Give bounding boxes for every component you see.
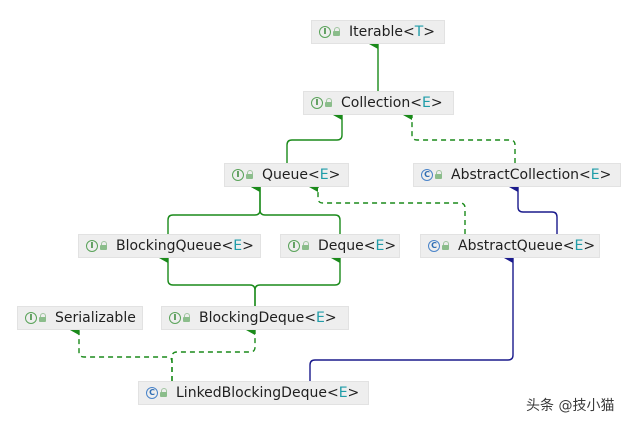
node-label: BlockingQueue<E>: [116, 238, 254, 254]
node-label: AbstractCollection<E>: [451, 167, 612, 183]
node-linked-blocking-deque[interactable]: C LinkedBlockingDeque<E>: [138, 381, 369, 405]
class-icon: C: [428, 240, 440, 252]
edge-linkedblockingdeque-abstractqueue: [309, 253, 514, 381]
interface-icon: I: [232, 169, 244, 181]
node-label: AbstractQueue<E>: [458, 238, 596, 254]
class-icon: C: [421, 169, 433, 181]
edge-queue-collection: [286, 110, 343, 163]
node-queue[interactable]: I Queue<E>: [224, 163, 349, 187]
node-collection[interactable]: I Collection<E>: [303, 91, 454, 115]
node-label: Queue<E>: [262, 167, 341, 183]
interface-icon: I: [288, 240, 300, 252]
node-abstract-queue[interactable]: C AbstractQueue<E>: [420, 234, 600, 258]
edge-linkedblockingdeque-blockingdeque: [171, 325, 256, 381]
class-icon: C: [146, 387, 158, 399]
edge-deque-queue: [251, 182, 341, 234]
node-label: Serializable: [55, 310, 136, 326]
lock-icon: [302, 241, 310, 251]
lock-icon: [39, 313, 47, 323]
interface-icon: I: [169, 312, 181, 324]
lock-icon: [325, 98, 333, 108]
node-abstract-collection[interactable]: C AbstractCollection<E>: [413, 163, 621, 187]
node-deque[interactable]: I Deque<E>: [280, 234, 400, 258]
lock-icon: [183, 313, 191, 323]
watermark-text: 头条 @技小猫: [526, 398, 615, 414]
node-label: Deque<E>: [318, 238, 397, 254]
node-label: Iterable<T>: [349, 24, 435, 40]
lock-icon: [160, 388, 168, 398]
edge-blockingdeque-deque: [254, 253, 341, 306]
node-blocking-queue[interactable]: I BlockingQueue<E>: [78, 234, 261, 258]
node-blocking-deque[interactable]: I BlockingDeque<E>: [161, 306, 349, 330]
edge-linkedblockingdeque-serializable: [70, 325, 173, 381]
edge-abstractqueue-queue: [309, 182, 466, 234]
node-iterable[interactable]: I Iterable<T>: [311, 20, 445, 44]
interface-icon: I: [86, 240, 98, 252]
interface-icon: I: [319, 26, 331, 38]
node-label: BlockingDeque<E>: [199, 310, 337, 326]
edge-abstractqueue-abstractcollection: [509, 182, 558, 234]
node-serializable[interactable]: I Serializable: [17, 306, 143, 330]
lock-icon: [442, 241, 450, 251]
edge-blockingqueue-queue: [167, 182, 261, 234]
lock-icon: [100, 241, 108, 251]
interface-icon: I: [25, 312, 37, 324]
lock-icon: [435, 170, 443, 180]
edge-abstractcollection-collection: [403, 110, 516, 163]
node-label: LinkedBlockingDeque<E>: [176, 385, 360, 401]
interface-icon: I: [311, 97, 323, 109]
lock-icon: [333, 27, 341, 37]
node-label: Collection<E>: [341, 95, 443, 111]
lock-icon: [246, 170, 254, 180]
edge-blockingdeque-blockingqueue: [159, 253, 256, 306]
